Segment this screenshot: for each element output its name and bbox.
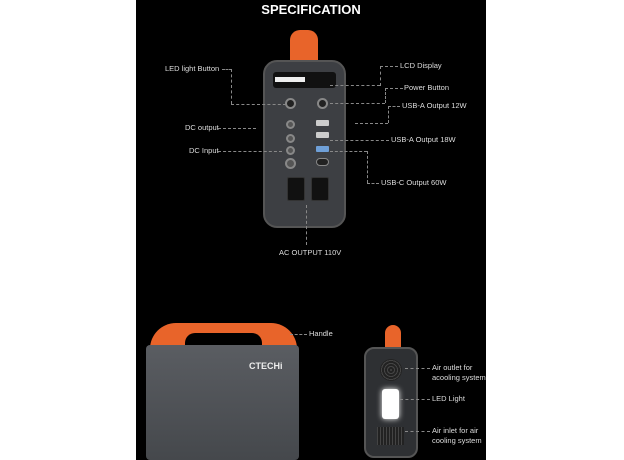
usb-a-18w-port (316, 146, 329, 152)
usb-a-port (316, 120, 329, 126)
air-outlet-grille (380, 359, 402, 381)
label-led-light: LED Light (432, 394, 465, 403)
label-usb-a-18w: USB-A Output 18W (391, 135, 456, 144)
air-inlet-grille (377, 427, 404, 445)
back-handle (385, 325, 401, 351)
label-usb-a-12w: USB-A Output 12W (402, 101, 467, 110)
front-device (263, 60, 346, 228)
ac-outlet (311, 177, 329, 201)
lcd-readout (275, 77, 305, 82)
dc-output-port (286, 120, 295, 129)
dc-input-port (285, 158, 296, 169)
brand-logo: CTECHi (249, 361, 283, 371)
power-button[interactable] (317, 98, 328, 109)
label-dc-output: DC output (185, 123, 219, 132)
led-light (382, 389, 399, 419)
label-air-inlet: Air inlet for air cooling system (432, 426, 482, 445)
label-handle: Handle (309, 329, 333, 338)
usb-c-port (316, 158, 329, 166)
label-lcd-display: LCD Display (400, 61, 442, 70)
label-power-button: Power Button (404, 83, 450, 92)
back-device (364, 347, 418, 458)
label-led-light-button: LED light Button (165, 64, 220, 73)
label-usb-c: USB-C Output 60W (381, 178, 447, 187)
label-air-outlet: Air outlet for acooling system (432, 363, 486, 382)
label-ac-output: AC OUTPUT 110V (279, 248, 342, 257)
front-handle (290, 30, 318, 64)
label-dc-input: DC Input (189, 146, 219, 155)
dc-output-port (286, 134, 295, 143)
ac-outlet (287, 177, 305, 201)
usb-a-port (316, 132, 329, 138)
side-device: CTECHi (146, 345, 299, 460)
led-light-button[interactable] (285, 98, 296, 109)
page-title: SPECIFICATION (261, 2, 361, 17)
dc-output-port (286, 146, 295, 155)
